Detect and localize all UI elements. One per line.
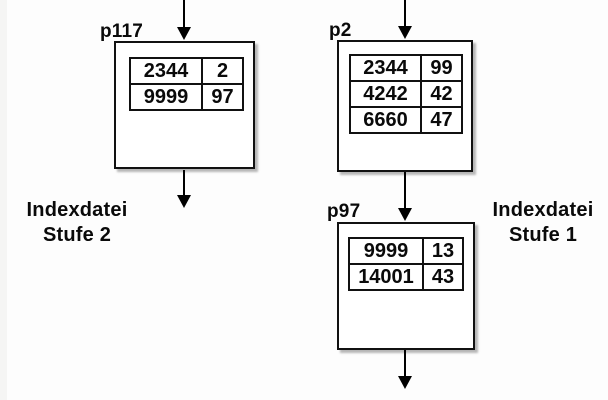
pointer-cell: 99 [420, 54, 463, 82]
pointer-cell: 13 [422, 237, 464, 265]
node-box-p117: 2344 2 9999 97 [114, 41, 255, 169]
pointer-cell: 47 [420, 106, 463, 134]
arrow-head [177, 195, 191, 208]
arrow-head [177, 27, 191, 40]
node-box-p2: 2344 99 4242 42 6660 47 [337, 40, 473, 172]
arrow-shaft [183, 170, 185, 199]
key-cell: 14001 [348, 263, 424, 291]
page-edge-strip [0, 0, 7, 400]
arrow-down-into-p2-icon [398, 0, 412, 39]
key-cell: 9999 [348, 237, 424, 265]
caption-line-2: Stufe 2 [42, 224, 112, 246]
arrow-head [398, 208, 412, 221]
table-row: 4242 42 [349, 80, 463, 108]
key-cell: 9999 [129, 83, 203, 111]
arrow-down-p2-to-p97-icon [398, 171, 412, 221]
arrow-head [398, 376, 412, 389]
key-cell: 2344 [129, 57, 203, 85]
caption-indexdatei-stufe-2: Indexdatei Stufe 2 [12, 198, 142, 248]
key-cell: 2344 [349, 54, 422, 82]
caption-line-1: Indexdatei [492, 199, 594, 221]
caption-indexdatei-stufe-1: Indexdatei Stufe 1 [482, 198, 604, 248]
arrow-down-out-of-p97-icon [398, 349, 412, 389]
key-cell: 4242 [349, 80, 422, 108]
arrow-shaft [404, 0, 406, 30]
arrow-head [398, 26, 412, 39]
entry-table-p2: 2344 99 4242 42 6660 47 [349, 54, 463, 134]
pointer-cell: 43 [422, 263, 464, 291]
pointer-cell: 42 [420, 80, 463, 108]
arrow-shaft [404, 171, 406, 212]
table-row: 2344 99 [349, 54, 463, 82]
arrow-down-out-of-p117-icon [177, 170, 191, 208]
table-row: 2344 2 [129, 57, 244, 85]
table-row: 9999 13 [348, 237, 464, 265]
table-row: 14001 43 [348, 263, 464, 291]
pointer-cell: 2 [201, 57, 244, 85]
node-box-p97: 9999 13 14001 43 [337, 222, 475, 350]
key-cell: 6660 [349, 106, 422, 134]
table-row: 9999 97 [129, 83, 244, 111]
entry-table-p117: 2344 2 9999 97 [129, 57, 244, 111]
node-label-p2: p2 [329, 20, 352, 41]
caption-line-1: Indexdatei [26, 199, 128, 221]
node-label-p117: p117 [100, 21, 144, 42]
node-label-p97: p97 [327, 201, 361, 222]
table-row: 6660 47 [349, 106, 463, 134]
entry-table-p97: 9999 13 14001 43 [348, 237, 464, 291]
arrow-shaft [404, 349, 406, 380]
caption-line-2: Stufe 1 [508, 224, 578, 246]
arrow-shaft [183, 0, 185, 31]
pointer-cell: 97 [201, 83, 244, 111]
arrow-down-into-p117-icon [177, 0, 191, 40]
